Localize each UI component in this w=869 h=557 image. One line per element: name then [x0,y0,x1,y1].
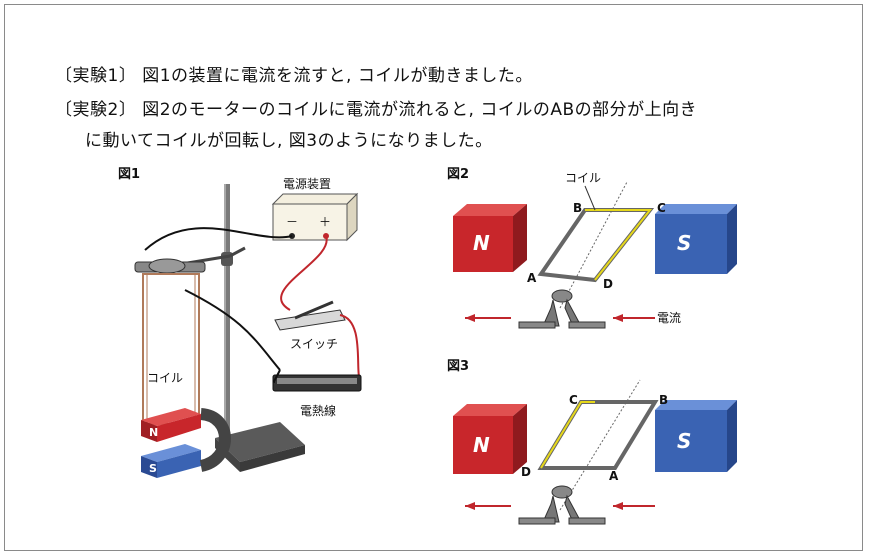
fig2-coil [537,208,655,283]
heater-label: 電熱線 [300,403,336,418]
coil [142,273,200,425]
fig2-current-label: 電流 [657,311,681,325]
figure-3-diagram: N S C B D A [453,379,737,525]
plus-label: ＋ [319,215,331,229]
fig2-n-letter: N [473,231,490,255]
fig2-s-letter: S [677,231,691,255]
figure-1-diagram: N S 電源装置 － ＋ スイッチ コイル 電熱線 [134,177,362,478]
stand-base [215,422,305,462]
figure-2-diagram: N S コイル B C A D 電流 [453,171,737,329]
page-frame: 〔実験1〕 図1の装置に電流を流すと, コイルが動きました。 〔実験2〕 図2の… [4,4,863,551]
switch-label: スイッチ [290,337,338,351]
experiment-1-text: 〔実験1〕 図1の装置に電流を流すと, コイルが動きました。 [55,66,533,86]
magnet-s-letter: S [149,462,157,475]
fig3-label-b: B [659,393,668,407]
switch [274,309,346,331]
fig3-coil [537,400,659,470]
experiment-2-text-cont: に動いてコイルが回転し, 図3のようになりました。 [85,131,493,151]
fig2-coil-label: コイル [565,171,601,185]
fig3-label-a: A [609,469,619,483]
fig2-label-c: C [657,201,666,215]
figure-3-title: 図3 [447,359,470,374]
experiment-2-text: 〔実験2〕 図2のモーターのコイルに電流が流れると, コイルのABの部分が上向き [55,100,698,120]
coil-label: コイル [147,371,183,385]
figure-1-title: 図1 [118,167,141,182]
fig3-n-letter: N [473,433,490,457]
power-supply-label: 電源装置 [283,177,331,191]
fig3-label-c: C [569,393,578,407]
magnet-n-letter: N [149,426,158,439]
minus-label: － [286,215,298,229]
figure-2-title: 図2 [447,167,470,182]
fig2-label-d: D [603,277,613,291]
magnet-n [141,408,201,426]
fig2-label-a: A [527,271,537,285]
fig3-s-letter: S [677,429,691,453]
power-supply [271,193,359,205]
fig2-label-b: B [573,201,582,215]
magnet-s [141,444,201,462]
fig3-label-d: D [521,465,531,479]
